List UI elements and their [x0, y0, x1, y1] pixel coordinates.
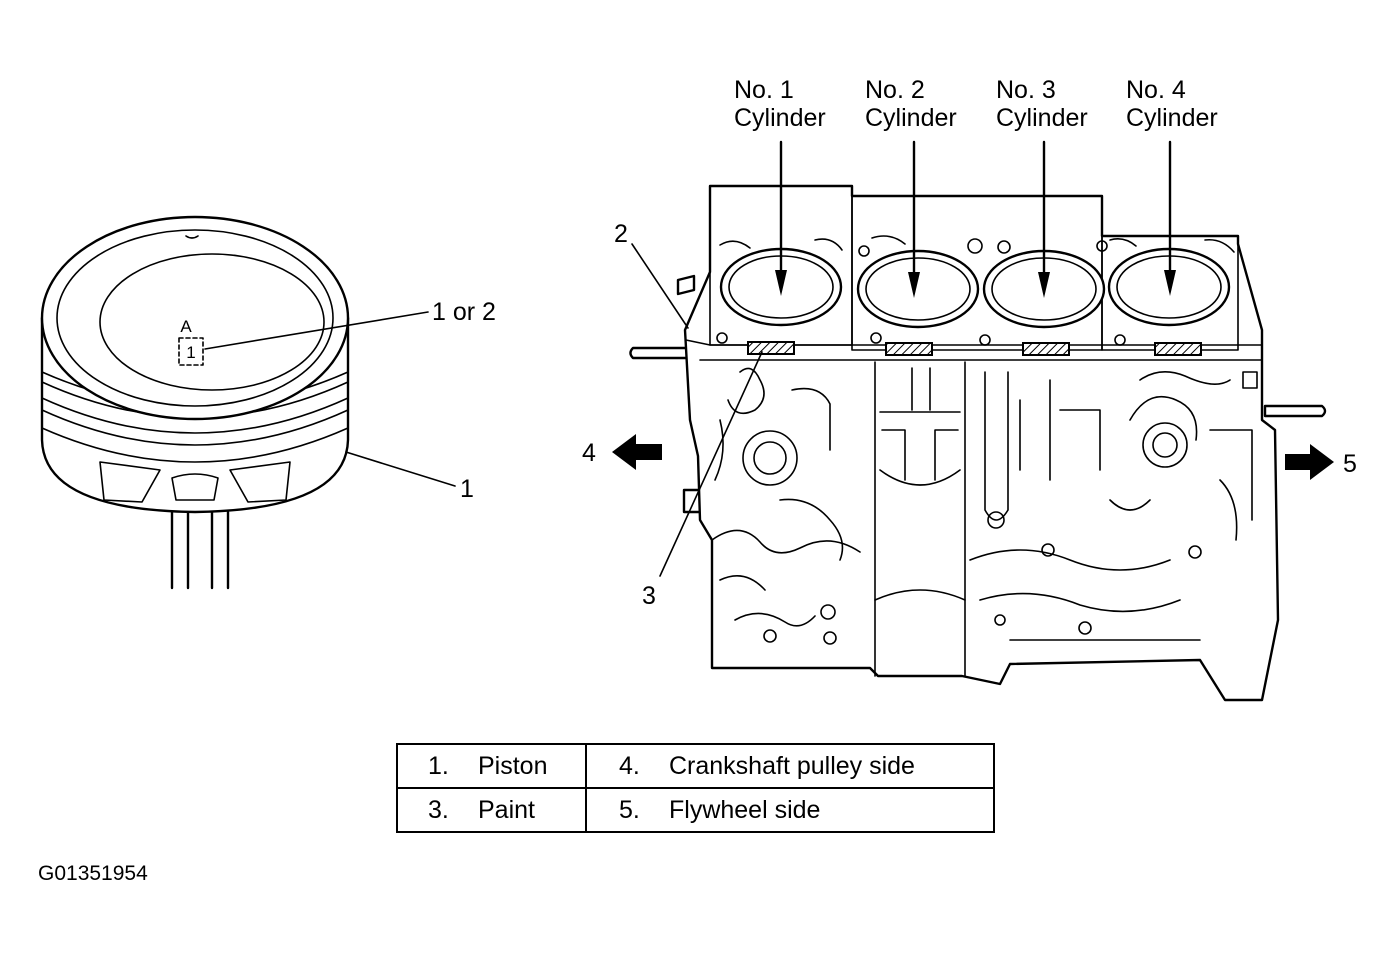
callout-piston: 1	[460, 475, 474, 503]
callout-block-2: 2	[614, 220, 628, 248]
legend-number: 5.	[619, 795, 640, 824]
legend-number: 3.	[428, 795, 449, 824]
cylinder-1-number: No. 1	[734, 76, 794, 104]
leader-paint	[659, 351, 763, 577]
legend-text: Piston	[478, 751, 548, 780]
callout-flywheel-side-5: 5	[1343, 450, 1357, 478]
leader-piston	[345, 451, 456, 487]
legend-text: Crankshaft pulley side	[669, 751, 915, 780]
cylinder-2-label: Cylinder	[865, 104, 957, 132]
legend-number: 4.	[619, 751, 640, 780]
cylinder-3-label: Cylinder	[996, 104, 1088, 132]
cylinder-1-label: Cylinder	[734, 104, 826, 132]
legend-text: Paint	[478, 795, 535, 824]
cylinder-block	[629, 184, 1327, 702]
piston-mark-digit: 1	[186, 343, 195, 362]
leader-piston-mark	[204, 311, 429, 350]
legend-cell: 4. Crankshaft pulley side	[585, 743, 995, 789]
legend-cell: 1. Piston	[396, 743, 587, 789]
legend-number: 1.	[428, 751, 449, 780]
cylinder-4-number: No. 4	[1126, 76, 1186, 104]
connecting-rod	[170, 510, 230, 590]
paint-mark-1	[747, 341, 795, 355]
legend-row: 1. Piston 4. Crankshaft pulley side	[396, 743, 995, 789]
piston-crown	[40, 215, 350, 421]
piston-mark-letter: A	[180, 317, 192, 336]
paint-mark-2	[885, 342, 933, 356]
cylinder-2-number: No. 2	[865, 76, 925, 104]
piston-mark-box	[178, 337, 204, 366]
leader-block	[631, 243, 689, 329]
figure-id: G01351954	[38, 862, 148, 885]
bore-2	[856, 249, 980, 329]
callout-piston-mark: 1 or 2	[432, 298, 496, 326]
callout-paint-3: 3	[642, 582, 656, 610]
callout-crank-side-4: 4	[582, 439, 596, 467]
legend-row: 3. Paint 5. Flywheel side	[396, 787, 995, 833]
legend-cell: 3. Paint	[396, 787, 587, 833]
paint-mark-3	[1022, 342, 1070, 356]
flywheel-side-arrow	[1285, 444, 1334, 480]
legend-cell: 5. Flywheel side	[585, 787, 995, 833]
cylinder-3-number: No. 3	[996, 76, 1056, 104]
legend-text: Flywheel side	[669, 795, 821, 824]
piston-illustration: A 1	[40, 215, 350, 590]
cylinder-arrows	[775, 140, 1176, 298]
legend-table: 1. Piston 4. Crankshaft pulley side 3. Pain…	[396, 743, 995, 833]
crankshaft-side-arrow	[612, 434, 662, 470]
cylinder-4-label: Cylinder	[1126, 104, 1218, 132]
paint-mark-4	[1154, 342, 1202, 356]
